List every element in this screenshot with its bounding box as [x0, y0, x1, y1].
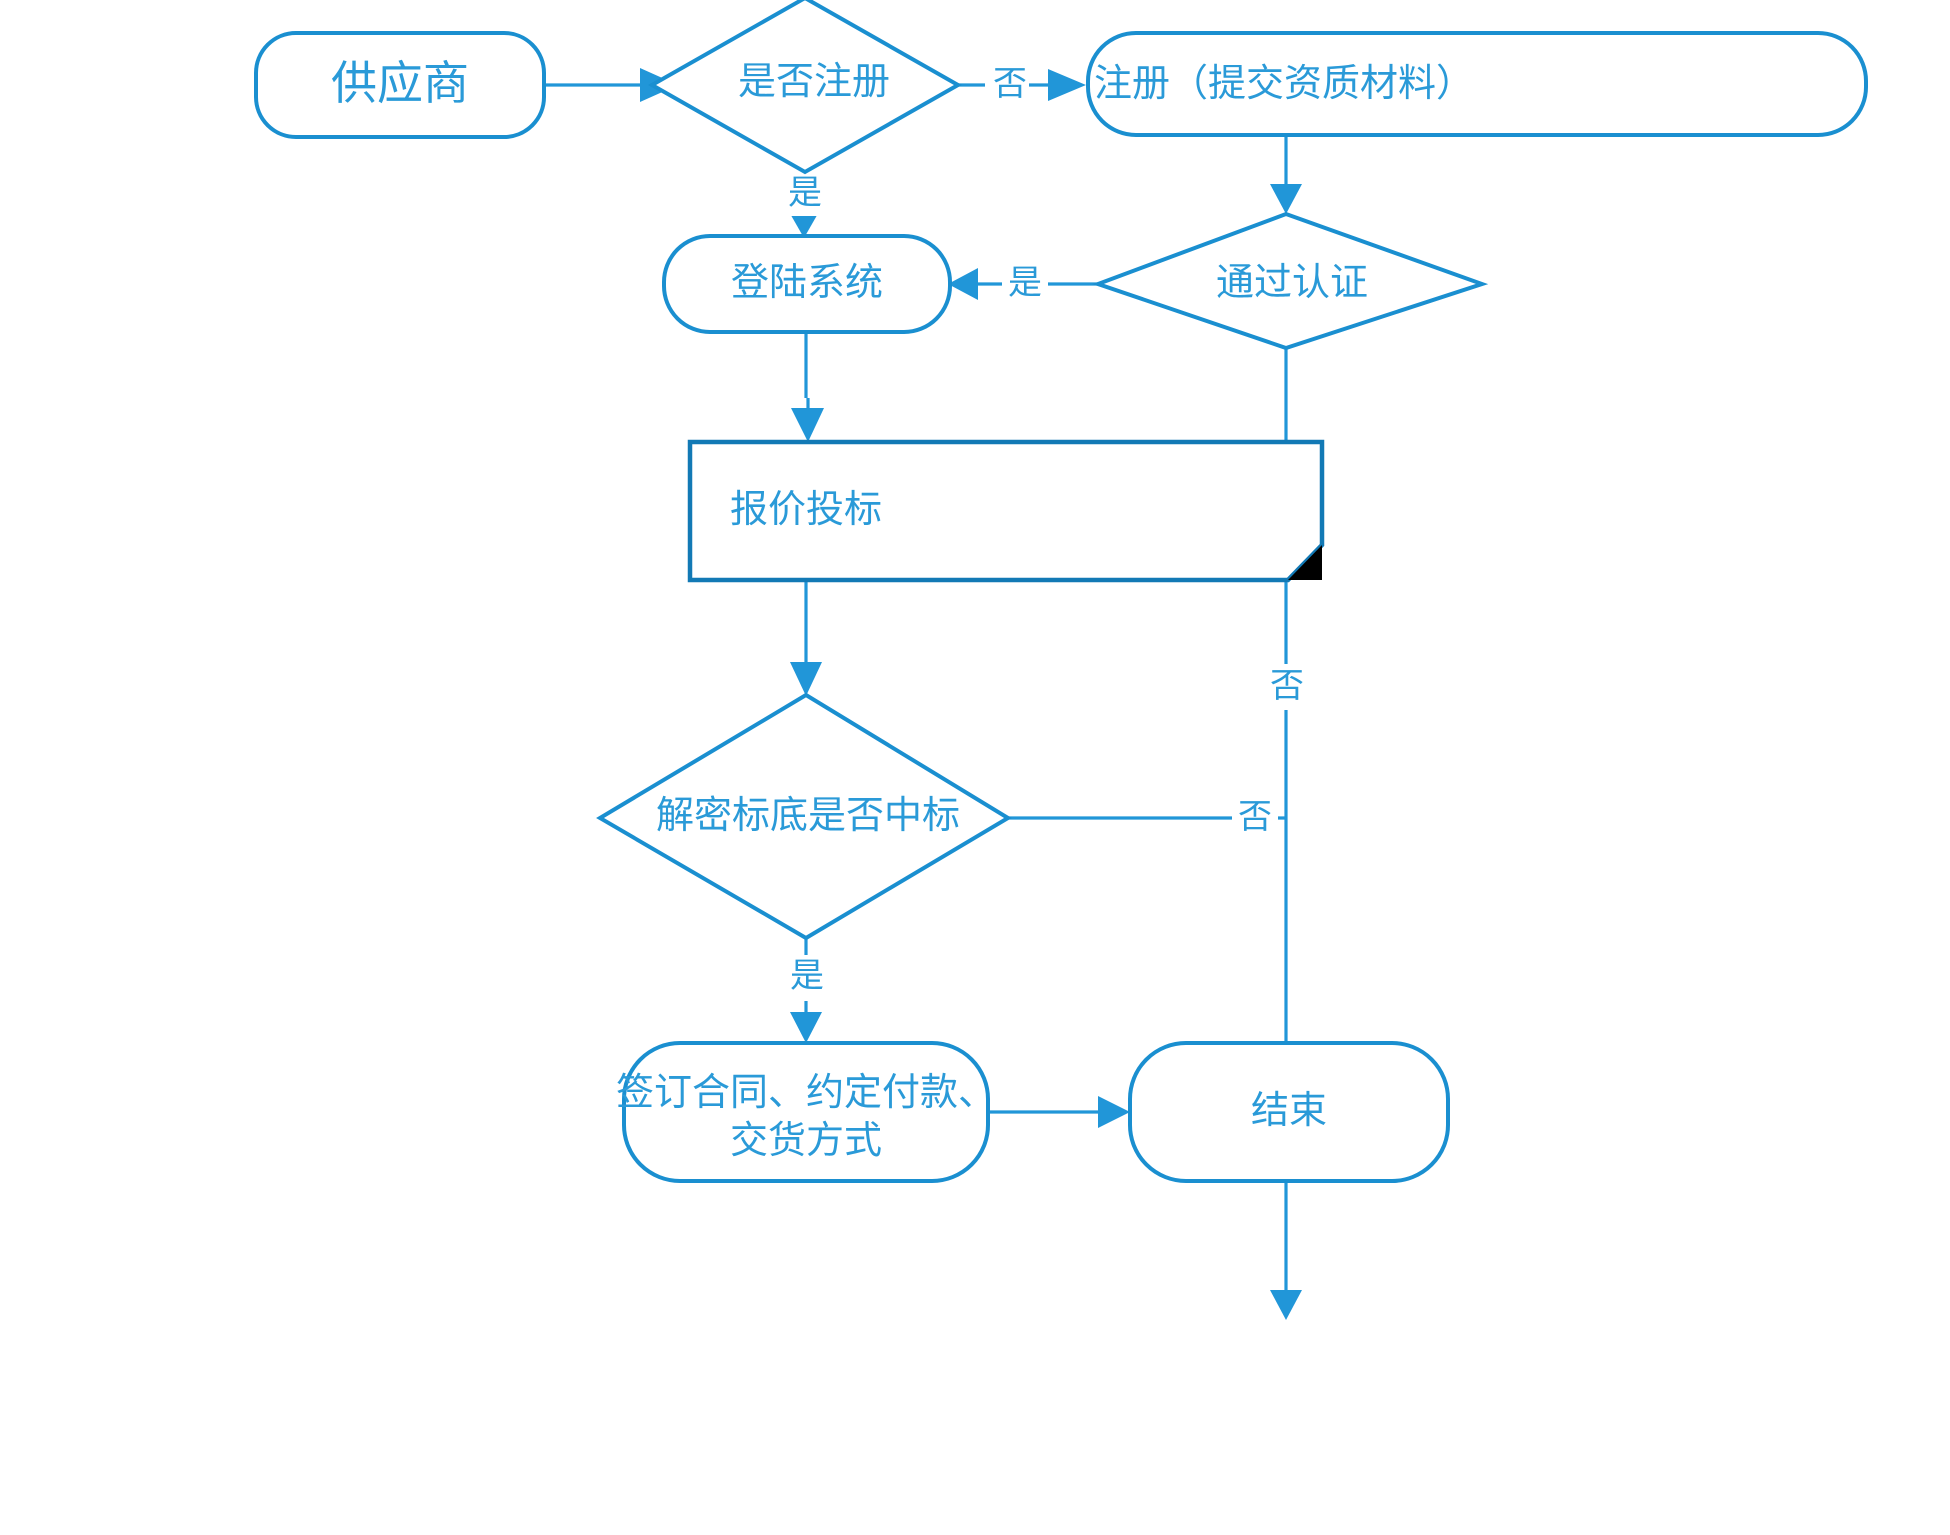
edge-label-yes-contract: 是 — [790, 957, 824, 995]
node-is-registered[interactable]: 是否注册 — [647, 0, 963, 175]
node-login[interactable]: 登陆系统 — [662, 234, 952, 334]
node-end[interactable]: 结束 — [1128, 1041, 1450, 1183]
edge-decrypt-win-no-to-end: 否 — [1008, 796, 1286, 842]
node-supplier-label: 供应商 — [331, 57, 469, 109]
edge-contract-to-end — [988, 1096, 1130, 1128]
node-end-label: 结束 — [1251, 1090, 1327, 1132]
edge-bid-to-decrypt-win — [790, 582, 822, 696]
edge-label-yes-certified: 是 — [1008, 264, 1042, 302]
node-contract-label-line1: 签订合同、约定付款、 — [616, 1072, 996, 1114]
node-contract-label-line2: 交货方式 — [730, 1120, 882, 1162]
edge-register-to-certified — [1270, 132, 1302, 214]
edge-label-no-decrypt: 否 — [1238, 798, 1272, 836]
node-decrypt-win[interactable]: 解密标底是否中标 — [596, 692, 1012, 941]
edge-decrypt-win-yes-to-contract: 是 — [784, 930, 830, 1043]
node-certified[interactable]: 通过认证 — [1092, 211, 1489, 351]
node-login-label: 登陆系统 — [731, 262, 883, 304]
edge-label-no-register: 否 — [993, 65, 1027, 103]
edge-is-registered-yes-to-login: 是 — [782, 172, 828, 238]
node-is-registered-label: 是否注册 — [738, 61, 890, 103]
node-bid[interactable]: 报价投标 — [687, 439, 1325, 583]
node-register-label: 注册（提交资质材料） — [1094, 63, 1474, 105]
edge-login-to-bid — [791, 332, 824, 442]
edge-label-yes-login: 是 — [788, 174, 822, 212]
node-register[interactable]: 注册（提交资质材料） — [1086, 31, 1868, 137]
node-certified-label: 通过认证 — [1216, 262, 1368, 304]
edge-certified-yes-to-login: 是 — [948, 262, 1100, 308]
node-bid-label: 报价投标 — [730, 489, 882, 531]
edge-label-no-end: 否 — [1270, 667, 1304, 705]
node-contract[interactable]: 签订合同、约定付款、 交货方式 — [616, 1041, 996, 1183]
node-decrypt-win-label: 解密标底是否中标 — [656, 795, 960, 837]
edge-is-registered-no-to-register: 否 — [957, 62, 1086, 108]
node-supplier[interactable]: 供应商 — [254, 31, 546, 139]
